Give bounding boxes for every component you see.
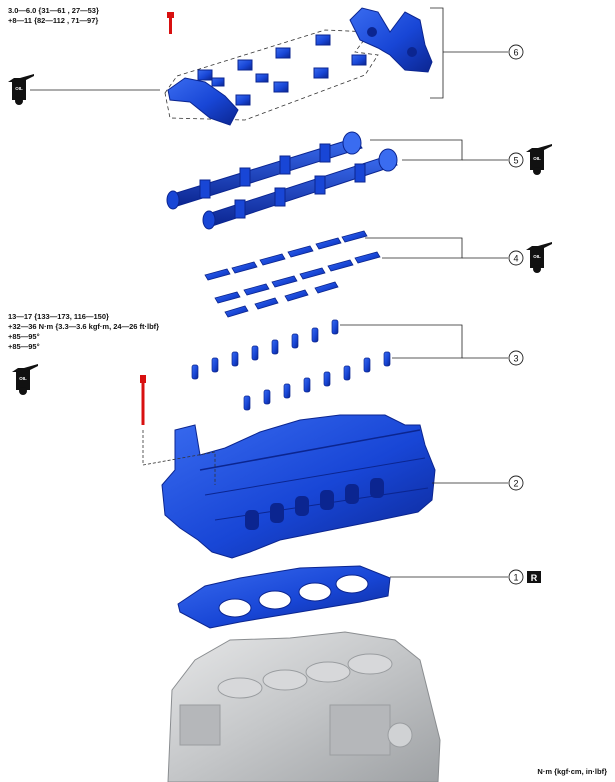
torque-spec-cylinder-head-bolt: 13—17 {133—173, 116—150} +32—36 N·m {3.3…	[8, 312, 159, 352]
callout-1: 1	[508, 569, 524, 585]
roller-rocker-arms	[204, 230, 381, 318]
callout-number: 3	[513, 354, 518, 364]
torque-line: 13—17 {133—173, 116—150}	[8, 312, 109, 321]
callout-4: 4	[508, 250, 524, 266]
cylinder-block	[167, 631, 441, 782]
callout-number: 5	[513, 156, 518, 166]
torque-line: 3.0—6.0 {31—61 , 27—53}	[8, 6, 99, 15]
torque-line: +85—95°	[8, 332, 40, 341]
replace-badge: R	[527, 571, 541, 583]
bolt-leader-dashed	[142, 430, 216, 485]
oil-label: OIL	[19, 376, 27, 381]
camshaft-caps	[164, 29, 379, 126]
callout-number: 1	[513, 573, 518, 583]
torque-spec-camshaft-cap: 3.0—6.0 {31—61 , 27—53} +8—11 {82—112 , …	[8, 6, 99, 26]
oil-can-icon: OIL	[526, 144, 552, 175]
torque-line: +32—36 N·m {3.3—3.6 kgf·m, 24—26 ft·lbf}	[8, 322, 160, 331]
oil-label: OIL	[533, 254, 541, 259]
callout-number: 6	[513, 48, 518, 58]
leader-lines	[30, 7, 508, 578]
oil-label: OIL	[533, 156, 541, 161]
intake-camshaft	[202, 148, 398, 230]
cylinder-head-bolt	[140, 375, 146, 425]
oil-can-icon: OIL	[8, 74, 34, 105]
hydraulic-lash-adjusters	[191, 319, 391, 411]
oil-label: OIL	[15, 86, 23, 91]
cylinder-head	[161, 414, 436, 559]
callout-2: 2	[508, 475, 524, 491]
replace-label: R	[531, 573, 538, 583]
callout-number: 2	[513, 479, 518, 489]
callout-3: 3	[508, 350, 524, 366]
torque-line: +85—95°	[8, 342, 40, 351]
callout-5: 5	[508, 152, 524, 168]
torque-line: +8—11 {82—112 , 71—97}	[8, 16, 99, 25]
callout-6: 6	[508, 44, 524, 60]
oil-can-icon: OIL	[12, 364, 38, 395]
camshaft-cap-bolt	[167, 12, 174, 34]
cylinder-head-gasket	[177, 565, 391, 629]
front-camshaft-cap	[349, 7, 433, 73]
exhaust-camshaft	[166, 131, 363, 210]
oil-can-icon: OIL	[526, 242, 552, 273]
units-note: N·m {kgf·cm, in·lbf}	[537, 767, 607, 776]
callout-number: 4	[513, 254, 518, 264]
